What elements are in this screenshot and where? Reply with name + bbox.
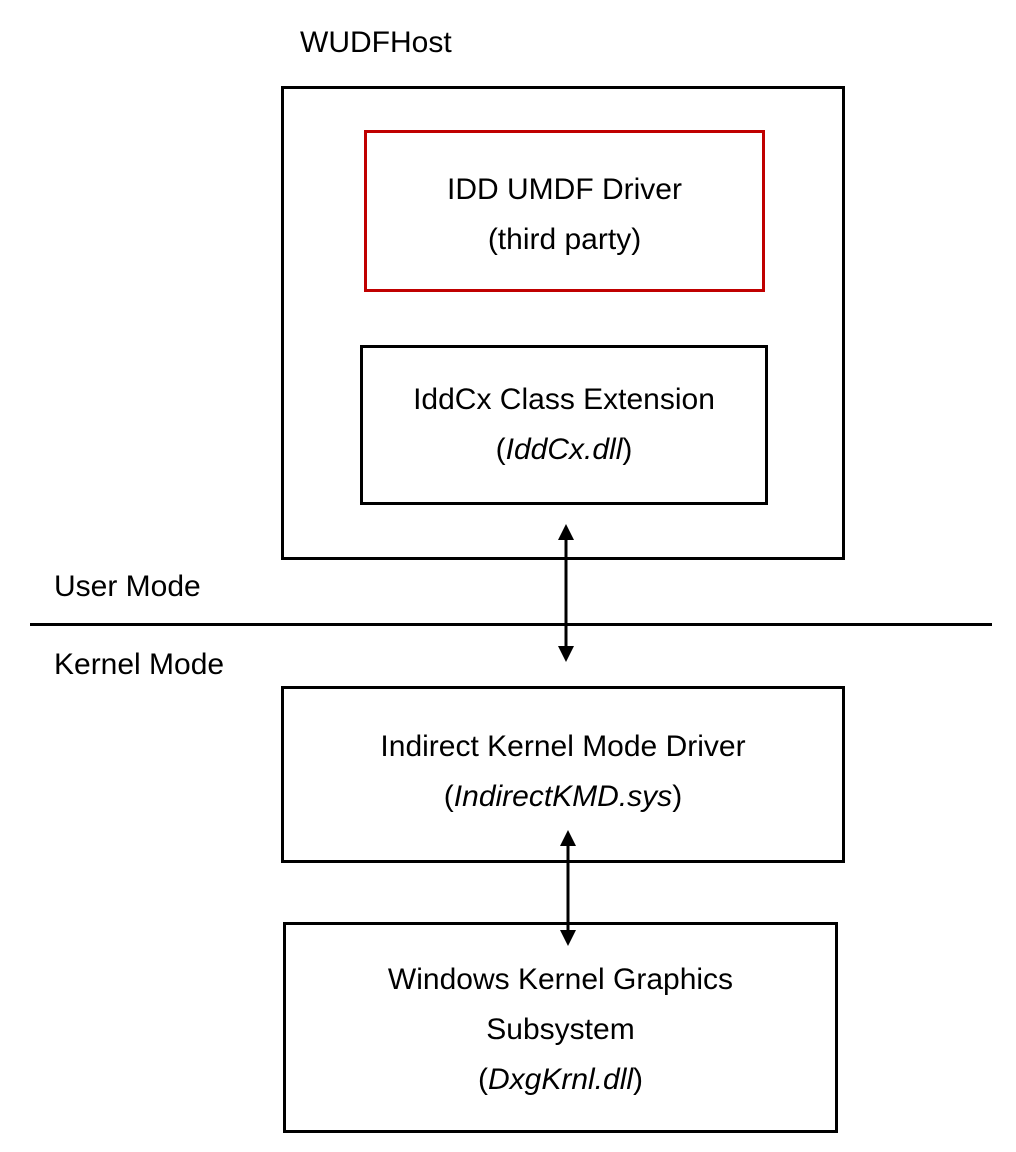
dxgkrnl-file: (DxgKrnl.dll)	[477, 1063, 644, 1096]
idd-umdf-driver-subtitle: (third party)	[487, 223, 642, 256]
idd-umdf-driver-box: IDD UMDF Driver (third party)	[364, 130, 765, 292]
iddcx-file: (IddCx.dll)	[495, 433, 633, 466]
idd-umdf-driver-title: IDD UMDF Driver	[447, 173, 682, 206]
iddcx-file-name: IddCx.dll	[505, 433, 623, 466]
indirect-kmd-file: (IndirectKMD.sys)	[443, 780, 683, 813]
dxgkrnl-file-name: DxgKrnl.dll	[487, 1063, 634, 1096]
dxgkrnl-title: Windows Kernel Graphics	[387, 963, 734, 996]
indirect-kmd-file-name: IndirectKMD.sys	[453, 780, 673, 813]
dxgkrnl-box: Windows Kernel Graphics Subsystem (DxgKr…	[283, 922, 838, 1133]
dxgkrnl-subtitle: Subsystem	[486, 1013, 635, 1046]
wudfhost-container	[281, 86, 845, 560]
indirect-kmd-box: Indirect Kernel Mode Driver (IndirectKMD…	[281, 686, 845, 863]
user-mode-label: User Mode	[54, 570, 201, 603]
iddcx-title: IddCx Class Extension	[413, 383, 715, 416]
indirect-kmd-title: Indirect Kernel Mode Driver	[380, 730, 746, 763]
mode-divider-line	[30, 623, 992, 626]
iddcx-class-extension-box: IddCx Class Extension (IddCx.dll)	[360, 345, 768, 505]
kernel-mode-label: Kernel Mode	[54, 648, 225, 681]
wudfhost-label: WUDFHost	[300, 26, 452, 59]
